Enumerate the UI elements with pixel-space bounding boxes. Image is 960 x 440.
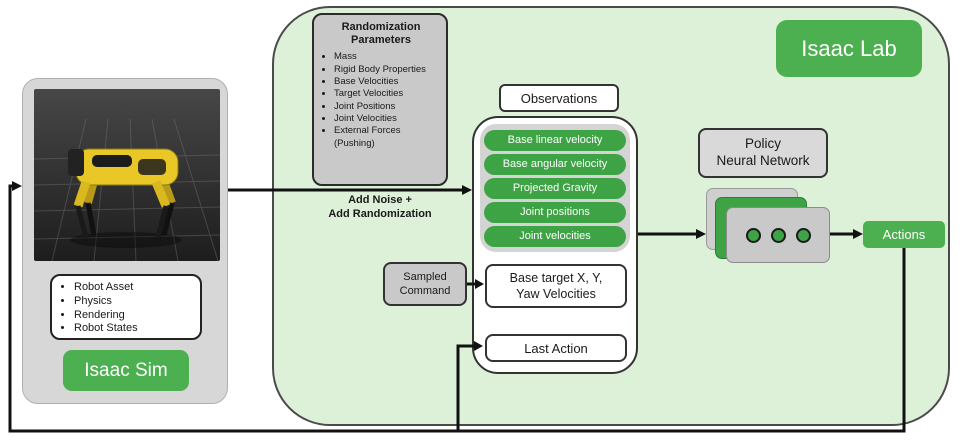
isaac-lab-title: Isaac Lab [776, 20, 922, 77]
isaac-sim-feature-list: Robot Asset Physics Rendering Robot Stat… [50, 274, 202, 340]
randomization-title: Randomization Parameters [341, 21, 421, 46]
isaac-sim-title: Isaac Sim [63, 350, 189, 391]
observations-label: Observations [499, 84, 619, 112]
list-item: External Forces (Pushing) [334, 125, 442, 150]
observations-container: Base linear velocity Base angular veloci… [472, 116, 638, 374]
list-item: Physics [74, 295, 196, 309]
neural-network-icon [726, 207, 830, 263]
list-item: Rigid Body Properties [334, 64, 442, 76]
observation-pill: Projected Gravity [484, 177, 626, 199]
policy-neural-network-label: Policy Neural Network [698, 128, 828, 178]
robot-image [34, 89, 220, 261]
list-item: Robot Asset [74, 281, 196, 295]
observation-pill: Base linear velocity [484, 129, 626, 151]
randomization-parameters-box: Randomization Parameters Mass Rigid Body… [312, 13, 448, 186]
list-item: Joint Velocities [334, 113, 442, 125]
observation-pill: Joint velocities [484, 225, 626, 247]
observation-pill: Joint positions [484, 201, 626, 223]
actions-box: Actions [863, 221, 945, 248]
isaac-sim-panel: Robot Asset Physics Rendering Robot Stat… [22, 78, 228, 404]
list-item: Rendering [74, 309, 196, 323]
list-item: Mass [334, 51, 442, 63]
last-action-box: Last Action [485, 334, 627, 362]
list-item: Robot States [74, 322, 196, 336]
list-item: Base Velocities [334, 76, 442, 88]
sampled-command-box: Sampled Command [383, 262, 467, 306]
add-noise-label: Add Noise + Add Randomization [328, 194, 432, 220]
arrowhead-isaac-sim [12, 181, 22, 191]
list-item: Joint Positions [334, 101, 442, 113]
observation-pills-group: Base linear velocity Base angular veloci… [480, 124, 630, 252]
nn-node-icon [795, 227, 811, 243]
observation-pill: Base angular velocity [484, 153, 626, 175]
nn-node-icon [770, 227, 786, 243]
list-item: Target Velocities [334, 88, 442, 100]
nn-node-icon [745, 227, 761, 243]
base-target-box: Base target X, Y, Yaw Velocities [485, 264, 627, 308]
